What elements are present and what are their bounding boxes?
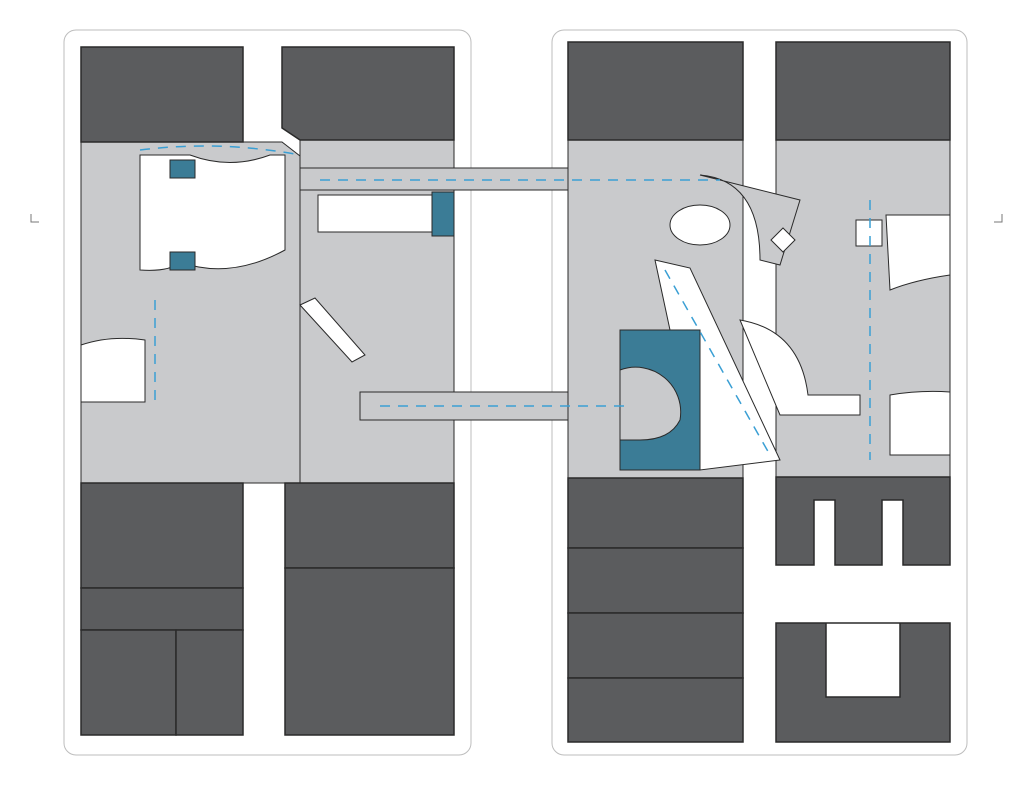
building-blocks [80,41,951,743]
crop-mark-left [30,214,39,223]
west-notch [80,337,146,403]
block-r-se-1 [775,476,951,566]
left-courtyard-teal-2 [169,251,196,271]
block-r-nw [567,41,744,141]
block-sw-1 [80,482,244,589]
block-r-sw-4 [567,677,744,743]
block-r-se-2 [775,622,951,743]
diagonal-void [299,297,366,363]
block-n [281,46,455,141]
block-s-1 [284,482,455,569]
block-sw-3 [80,629,177,736]
block-s-2 [284,567,455,736]
east-notch-bottom [889,390,951,456]
south-round-hall [619,366,682,441]
flow-arrows [139,145,871,460]
cutouts [80,154,951,471]
east-teal [431,191,455,237]
curve-void [739,319,861,416]
left-courtyard-teal [169,159,196,179]
east-notch-top [885,214,951,291]
block-r-sw-1 [567,477,744,549]
block-nw [80,46,244,143]
east-void [317,194,441,233]
block-sw-4 [175,629,244,736]
block-sw-2 [80,587,244,631]
flow-loop [139,145,301,156]
theatre-void [139,154,286,271]
block-r-ne [775,41,951,141]
square-void [855,219,883,247]
crop-mark-right [994,214,1003,223]
roundabout-island [669,204,731,246]
diamond [770,227,796,253]
block-r-sw-3 [567,612,744,679]
block-r-sw-2 [567,547,744,614]
